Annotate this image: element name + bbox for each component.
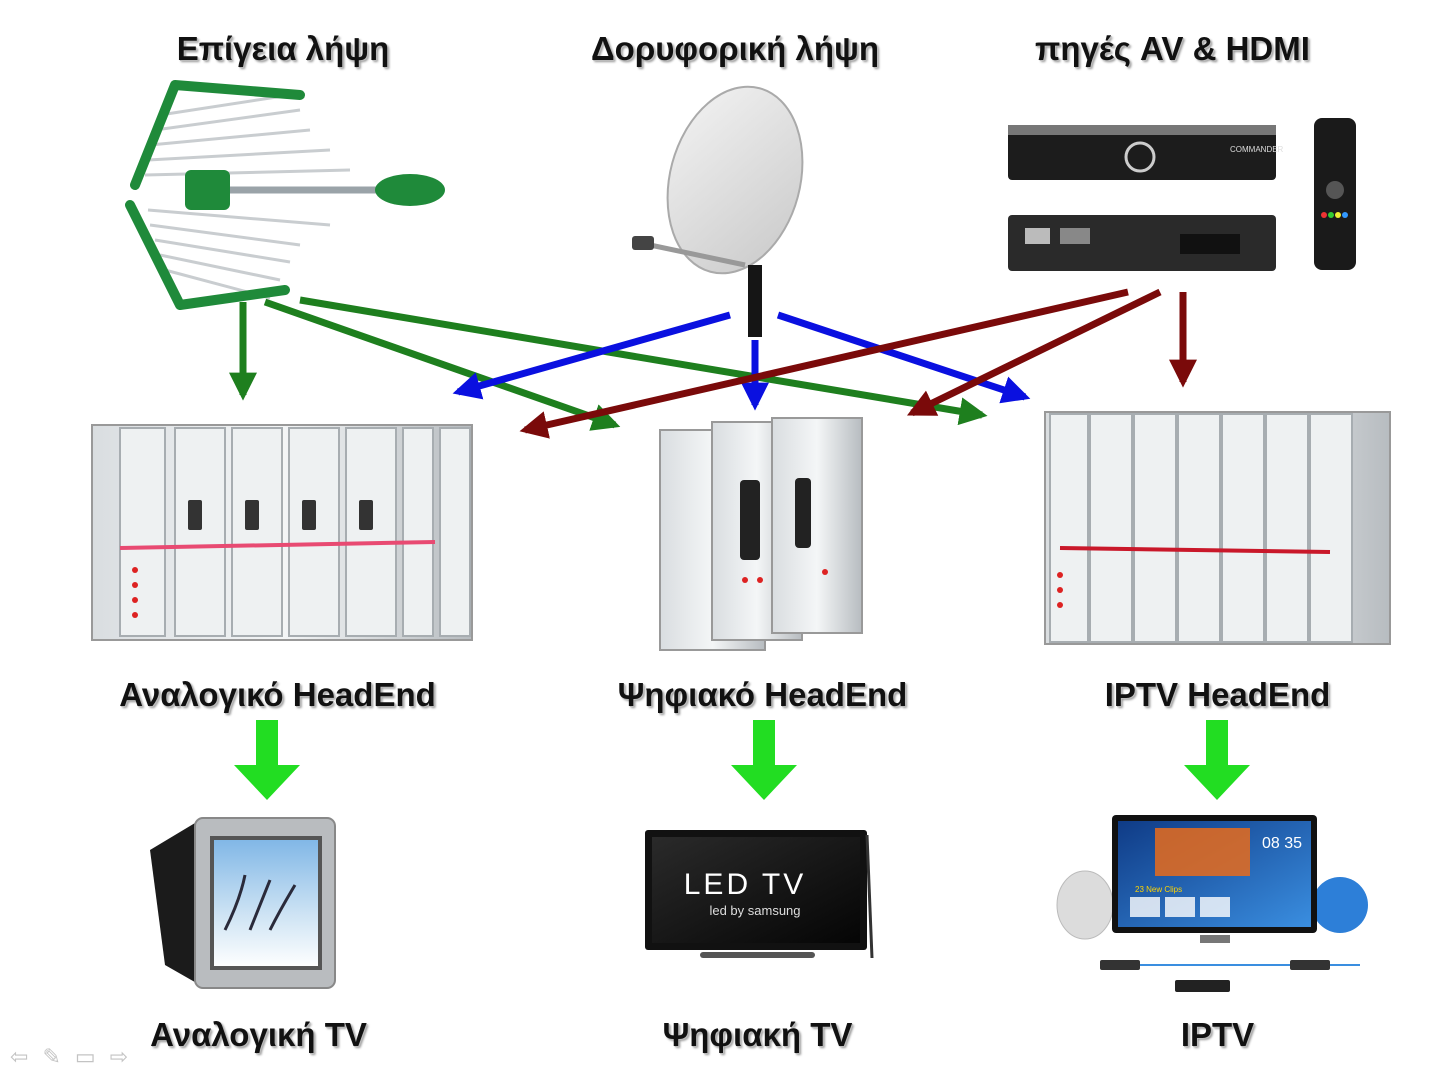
source-label-terrestrial: Επίγεια λήψη [176,30,390,67]
output-label-analog: Αναλογική TV [150,1016,367,1053]
headend-label-iptv: IPTV HeadEnd [1104,676,1331,713]
digital-headend-modules-icon [659,417,863,651]
source-label-av-hdmi: πηγές AV & HDMI [1035,30,1310,67]
led-tv-icon: LED TV led by samsung [645,830,874,959]
arrow-analog-output [234,720,300,800]
arrow-terrestrial-to-iptv [299,296,988,426]
arrow-digital-output [731,720,797,800]
iptv-clips-label: 23 New Clips [1135,885,1182,894]
terrestrial-antenna-icon [125,80,445,310]
arrow-terrestrial-to-digital [263,298,621,431]
arrow-satellite-to-analog [452,311,731,400]
analog-crt-tv-icon [150,817,336,989]
arrow-iptv-output [1184,720,1250,800]
arrow-av-to-analog [519,288,1129,439]
pen-icon[interactable]: ✎ [42,1045,61,1070]
iptv-headend-rack-icon [1044,411,1391,645]
led-tv-subtitle: led by samsung [709,903,800,918]
output-arrows [234,720,1250,800]
iptv-screen-icon: 08 35 23 New Clips [1056,815,1368,992]
menu-icon[interactable]: ▭ [74,1045,96,1070]
output-label-digital: Ψηφιακή TV [662,1016,853,1053]
terrestrial-arrows [229,296,988,431]
remote-control-icon [1314,118,1356,270]
av-receiver-icon: COMMANDER [1008,125,1284,271]
output-label-iptv: IPTV [1180,1016,1255,1053]
arrow-av-to-digital [906,288,1162,417]
av-arrows [519,288,1197,439]
headend-label-digital: Ψηφιακό HeadEnd [617,676,908,713]
iptv-clock: 08 35 [1262,835,1302,852]
next-icon[interactable]: ⇨ [109,1045,129,1070]
slide-controls: ⇦ ✎ ▭ ⇨ [10,1045,128,1070]
prev-icon[interactable]: ⇦ [10,1045,29,1070]
satellite-dish-icon [632,85,804,337]
source-label-satellite: Δορυφορική λήψη [590,30,880,67]
led-tv-logo: LED TV [684,868,807,901]
receiver-brand-label: COMMANDER [1230,145,1284,154]
headend-label-analog: Αναλογικό HeadEnd [119,676,436,713]
analog-headend-rack-icon [91,424,473,641]
arrow-satellite-to-iptv [776,311,1031,404]
satellite-arrows [452,311,1031,411]
